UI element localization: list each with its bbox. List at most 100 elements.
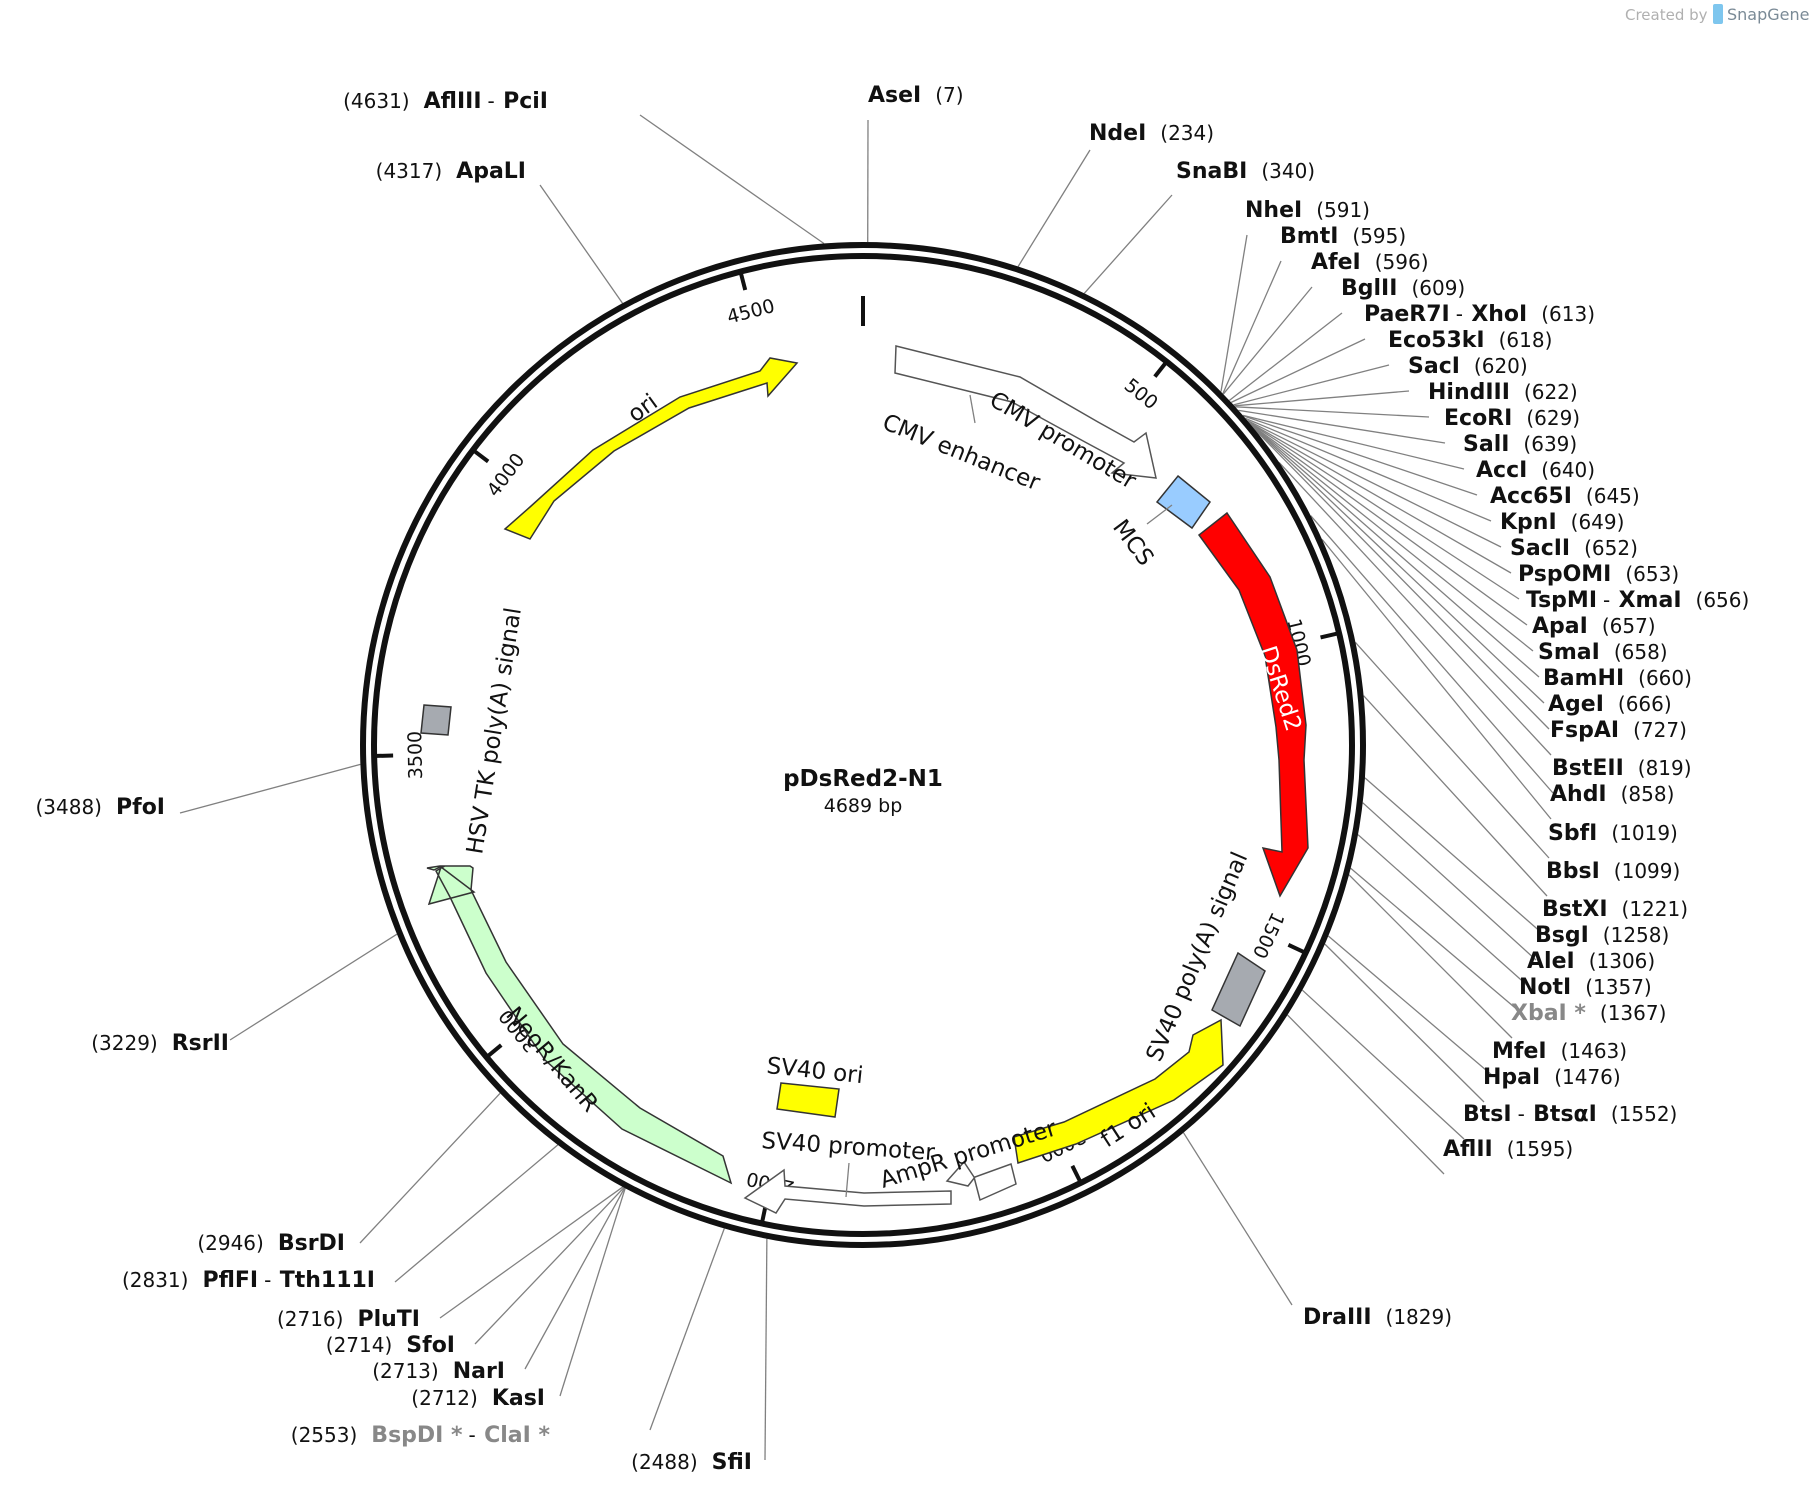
site-position: (629) [1526,406,1580,430]
site-smai[interactable]: SmaI(658) [1538,640,1668,665]
site-bsteii[interactable]: BstEII(819) [1552,756,1692,781]
site-hpai[interactable]: HpaI(1476) [1483,1065,1621,1090]
svg-text:(3488)PfoI: (3488)PfoI [35,795,165,820]
feature-dsred2[interactable] [1197,511,1309,898]
site-eco53ki[interactable]: Eco53kI(618) [1388,328,1552,353]
svg-text:(2553)BspDI *- ClaI *: (2553)BspDI *- ClaI * [291,1423,551,1448]
site-snabi[interactable]: SnaBI(340) [1176,159,1315,184]
leader-line [649,1228,725,1431]
site-nhei[interactable]: NheI(591) [1245,198,1370,223]
site-asei[interactable]: AseI(7) [868,83,964,108]
feature-hsv-tk-polya-signal[interactable] [420,704,452,736]
tick-label-3500: 3500 [404,731,427,780]
leader-line [1229,312,1343,401]
site-kasi[interactable]: (2712)KasI [411,1386,545,1411]
feature-neor-kanr[interactable] [426,865,733,1185]
site-ahdi[interactable]: AhdI(858) [1550,782,1674,807]
site-name: Tth111I [280,1268,375,1293]
site-bstxi[interactable]: BstXI(1221) [1542,897,1688,922]
feature-sv40-polya-signal[interactable] [1211,951,1266,1028]
leader-line [1230,338,1366,403]
site-bsgi[interactable]: BsgI(1258) [1535,923,1669,948]
feature-f1-ori[interactable] [1013,1018,1224,1164]
site-bspdi[interactable]: (2553)BspDI *- ClaI * [291,1423,551,1448]
site-sali[interactable]: SalI(639) [1463,432,1577,457]
site-paer7i[interactable]: PaeR7I- XhoI(613) [1364,302,1595,327]
svg-text:SalI(639): SalI(639) [1463,432,1577,457]
site-kpni[interactable]: KpnI(649) [1500,510,1624,535]
tick-2000 [1070,1164,1084,1185]
feature-mcs[interactable] [1155,474,1212,530]
site-acc65i[interactable]: Acc65I(645) [1490,484,1640,509]
svg-text:BglII(609): BglII(609) [1341,276,1465,301]
site-pluti[interactable]: (2716) PluTI [277,1307,420,1332]
site-position: (2716) [277,1307,344,1331]
site-nari[interactable]: (2713)NarI [372,1359,505,1384]
site-name: AleI [1527,949,1575,974]
site-btsi[interactable]: BtsI- BtsαI(1552) [1463,1102,1677,1127]
site-xbai[interactable]: XbaI *(1367) [1511,1001,1666,1026]
site-draiii[interactable]: DraIII(1829) [1303,1305,1452,1330]
tick-label-500: 500 [1120,374,1162,414]
label-sv40-promoter: SV40 promoter [761,1128,937,1166]
svg-text:(2946)BsrDI: (2946)BsrDI [197,1231,345,1256]
feature-cmv-enhancer-promoter[interactable] [894,345,1157,479]
leader-line [1083,194,1173,294]
tick-4000 [470,447,490,464]
site-name: PluTI [357,1307,420,1332]
site-ecori[interactable]: EcoRI(629) [1444,406,1580,431]
site-position: (727) [1633,718,1687,742]
site-sfoi[interactable]: (2714)SfoI [326,1333,455,1358]
site-agei[interactable]: AgeI(666) [1548,692,1672,717]
label-mcs: MCS [1107,515,1158,571]
site-pflfi[interactable]: (2831)PflFI- Tth111I [122,1268,375,1293]
svg-text:NheI(591): NheI(591) [1245,198,1370,223]
site-hindiii[interactable]: HindIII(622) [1428,380,1578,405]
site-position: (2946) [197,1231,264,1255]
leader-line [439,1186,624,1319]
feature-sv40-ori[interactable] [776,1082,840,1118]
site-name: NdeI [1089,121,1146,146]
svg-text:PspOMI(653): PspOMI(653) [1518,562,1679,587]
site-sfii[interactable]: (2488)SfiI [631,1450,752,1475]
site-name: ClaI * [484,1423,550,1448]
feature-sv40-promoter[interactable] [743,1168,952,1214]
site-afei[interactable]: AfeI(596) [1311,250,1429,275]
site-apai[interactable]: ApaI(657) [1532,614,1656,639]
site-sacii[interactable]: SacII(652) [1510,536,1638,561]
site-rsrii[interactable]: (3229)RsrII [91,1031,229,1056]
leader-line [1350,867,1521,1013]
backbone-inner-circle [371,253,1355,1237]
site-apali[interactable]: (4317)ApaLI [376,159,526,184]
site-afliii[interactable]: (4631)AflIII- PciI [343,89,548,114]
site-mfei[interactable]: MfeI(1463) [1492,1039,1627,1064]
feature-ampr-promoter[interactable] [945,1160,1017,1202]
site-pspomi[interactable]: PspOMI(653) [1518,562,1679,587]
site-name: ApaI [1532,614,1588,639]
site-position: (639) [1523,432,1577,456]
leader-line [1363,695,1548,897]
leader-line [1248,421,1512,574]
site-acci[interactable]: AccI(640) [1476,458,1595,483]
site-position: (1357) [1585,975,1652,999]
site-sbfi[interactable]: SbfI(1019) [1548,821,1678,846]
site-position: (234) [1160,121,1214,145]
svg-text:SacII(652): SacII(652) [1510,536,1638,561]
site-bbsi[interactable]: BbsI(1099) [1546,859,1680,884]
site-pfoi[interactable]: (3488)PfoI [35,795,165,820]
site-bmti[interactable]: BmtI(595) [1280,224,1406,249]
site-position: (649) [1571,510,1625,534]
leader-line [1301,989,1465,1140]
site-aflii[interactable]: AflII(1595) [1443,1137,1573,1162]
site-alei[interactable]: AleI(1306) [1527,949,1655,974]
site-ndei[interactable]: NdeI (234) [1089,121,1214,146]
site-bamhi[interactable]: BamHI(660) [1543,666,1692,691]
site-tspmi[interactable]: TspMI- XmaI(656) [1526,588,1749,613]
site-fspai[interactable]: FspAI(727) [1550,718,1687,743]
site-saci[interactable]: SacI(620) [1408,354,1528,379]
site-bglii[interactable]: BglII(609) [1341,276,1465,301]
site-name: SmaI [1538,640,1600,665]
site-bsrdi[interactable]: (2946)BsrDI [197,1231,345,1256]
feature-ori[interactable] [503,357,799,540]
site-noti[interactable]: NotI(1357) [1519,975,1652,1000]
